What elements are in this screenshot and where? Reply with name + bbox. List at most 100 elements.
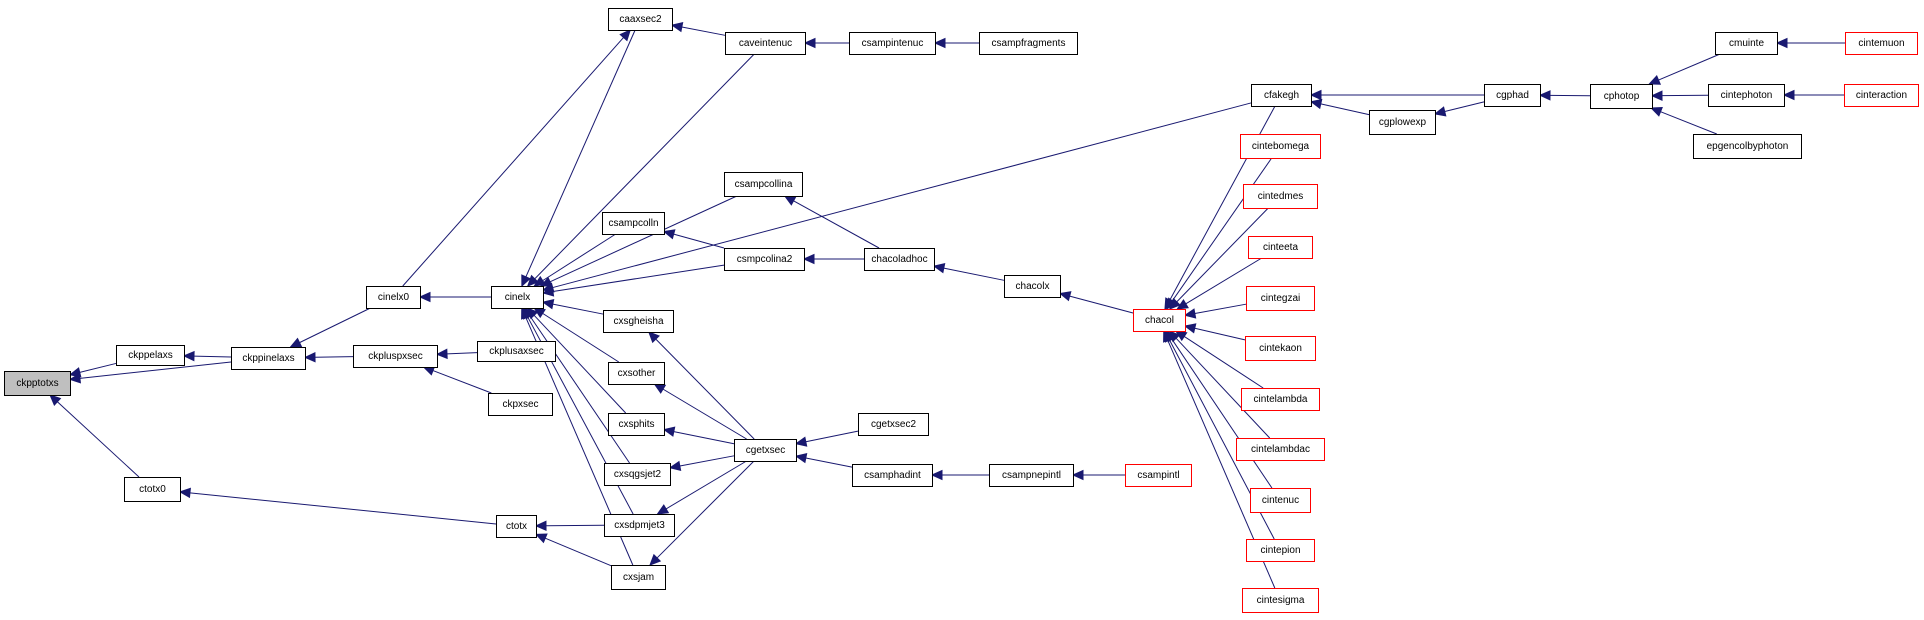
node-label: chacolx: [1016, 281, 1050, 292]
node-cintemuon[interactable]: cintemuon: [1845, 32, 1918, 55]
arrowhead-icon: [1309, 89, 1322, 101]
node-ctotx[interactable]: ctotx: [496, 515, 537, 538]
node-cxsqgsjet2[interactable]: cxsqgsjet2: [604, 463, 671, 486]
node-label: csampintenuc: [862, 38, 924, 49]
node-cxsjam[interactable]: cxsjam: [611, 565, 666, 590]
node-label: cphotop: [1604, 91, 1640, 102]
node-box: [1693, 134, 1802, 159]
node-label: cinteeta: [1263, 242, 1298, 253]
node-label: csampcolln: [608, 218, 658, 229]
arrowhead-icon: [794, 452, 808, 464]
node-ckppelaxs[interactable]: ckppelaxs: [116, 345, 185, 366]
node-ctotx0[interactable]: ctotx0: [124, 477, 181, 502]
node-label: ckppelaxs: [128, 350, 172, 361]
node-cgetxsec[interactable]: cgetxsec: [734, 439, 797, 462]
node-box: [849, 32, 936, 55]
edge-ckpptotxs-ctotx0: [57, 401, 140, 478]
node-ckpxsec[interactable]: ckpxsec: [488, 393, 553, 416]
node-caaxsec2[interactable]: caaxsec2: [608, 8, 673, 31]
node-cintedmes[interactable]: cintedmes: [1243, 184, 1318, 209]
node-box: [1715, 32, 1778, 55]
node-box: [725, 32, 806, 55]
node-label: cintelambdac: [1251, 444, 1310, 455]
node-cintebomega[interactable]: cintebomega: [1240, 134, 1321, 159]
edge-cxsdpmjet3-cgetxsec: [665, 460, 747, 510]
node-csmpcolina2[interactable]: csmpcolina2: [724, 248, 805, 271]
node-cxsphits[interactable]: cxsphits: [608, 413, 665, 436]
node-cinteraction[interactable]: cinteraction: [1844, 84, 1919, 107]
node-box: [1240, 134, 1321, 159]
edge-cinelx-csampcollina: [549, 195, 738, 283]
node-ckppinelaxs[interactable]: ckppinelaxs: [231, 347, 306, 370]
edge-chacol-cintenuc: [1171, 339, 1273, 489]
node-chacol[interactable]: chacol: [1133, 309, 1186, 332]
edge-ckpluspxsec-ckpxsec: [432, 370, 492, 394]
node-chacoladhoc[interactable]: chacoladhoc: [864, 248, 935, 271]
node-cgetxsec2[interactable]: cgetxsec2: [858, 413, 929, 436]
edge-ckpptotxs-ckppinelaxs: [79, 361, 232, 379]
node-chacolx[interactable]: chacolx: [1004, 275, 1061, 298]
arrowhead-icon: [670, 21, 684, 33]
node-csampfragments[interactable]: csampfragments: [979, 32, 1078, 55]
node-cinelx[interactable]: cinelx: [491, 286, 544, 309]
arrowhead-icon: [541, 286, 555, 297]
node-box: [231, 347, 306, 370]
node-cinteeta[interactable]: cinteeta: [1248, 236, 1313, 259]
node-label: cintegzai: [1261, 293, 1300, 304]
node-box: [1004, 275, 1061, 298]
node-cgplowexp[interactable]: cgplowexp: [1369, 110, 1436, 135]
node-cintesigma[interactable]: cintesigma: [1242, 588, 1319, 613]
node-cintepion[interactable]: cintepion: [1246, 539, 1315, 562]
edge-cinelx-caaxsec2: [525, 29, 636, 278]
arrowhead-icon: [932, 263, 946, 274]
arrowhead-icon: [1650, 106, 1663, 117]
node-label: ckpxsec: [502, 399, 538, 410]
arrowhead-icon: [1183, 323, 1197, 334]
node-cintenuc[interactable]: cintenuc: [1250, 488, 1311, 513]
node-cxsother[interactable]: cxsother: [608, 362, 665, 385]
node-csampnepintl[interactable]: csampnepintl: [989, 464, 1074, 487]
node-csampintenuc[interactable]: csampintenuc: [849, 32, 936, 55]
node-box: [1844, 84, 1919, 107]
arrowhead-icon: [178, 487, 191, 499]
node-caveintenuc[interactable]: caveintenuc: [725, 32, 806, 55]
node-label: cintephoton: [1721, 90, 1773, 101]
node-cxsgheisha[interactable]: cxsgheisha: [603, 310, 674, 333]
node-label: cxsqgsjet2: [614, 469, 662, 480]
node-cintephoton[interactable]: cintephoton: [1708, 84, 1785, 107]
node-cintelambda[interactable]: cintelambda: [1241, 388, 1320, 411]
edge-chacol-cinteeta: [1185, 257, 1263, 305]
node-csamphadint[interactable]: csamphadint: [852, 464, 933, 487]
node-ckplusaxsec[interactable]: ckplusaxsec: [477, 341, 556, 362]
edge-ckpluspxsec-ckplusaxsec: [446, 352, 478, 355]
node-csampcollina[interactable]: csampcollina: [724, 172, 803, 197]
arrowhead-icon: [1309, 98, 1323, 110]
node-label: cgphad: [1496, 90, 1529, 101]
node-cintegzai[interactable]: cintegzai: [1246, 286, 1315, 311]
arrowhead-icon: [933, 37, 946, 49]
node-cxsdpmjet3[interactable]: cxsdpmjet3: [604, 514, 675, 537]
node-box: [1242, 588, 1319, 613]
node-cintekaon[interactable]: cintekaon: [1245, 336, 1316, 361]
node-label: cinelx0: [378, 292, 410, 303]
node-csampintl[interactable]: csampintl: [1125, 464, 1192, 487]
node-ckpptotxs[interactable]: ckpptotxs: [4, 371, 71, 396]
arrowhead-icon: [662, 229, 676, 240]
node-box: [864, 248, 935, 271]
node-box: [1250, 488, 1311, 513]
node-box: [124, 477, 181, 502]
node-csampcolln[interactable]: csampcolln: [602, 212, 665, 235]
node-cphotop[interactable]: cphotop: [1590, 84, 1653, 109]
node-box: [1246, 539, 1315, 562]
node-epgencolbyphoton[interactable]: epgencolbyphoton: [1693, 134, 1802, 159]
node-cmuinte[interactable]: cmuinte: [1715, 32, 1778, 55]
node-cintelambdac[interactable]: cintelambdac: [1236, 438, 1325, 461]
node-cinelx0[interactable]: cinelx0: [366, 286, 421, 309]
node-cfakegh[interactable]: cfakegh: [1251, 84, 1312, 107]
node-cgphad[interactable]: cgphad: [1484, 84, 1541, 107]
node-box: [1590, 84, 1653, 109]
node-ckpluspxsec[interactable]: ckpluspxsec: [353, 345, 438, 368]
arrowhead-icon: [794, 436, 808, 447]
node-label: cinteraction: [1856, 90, 1907, 101]
